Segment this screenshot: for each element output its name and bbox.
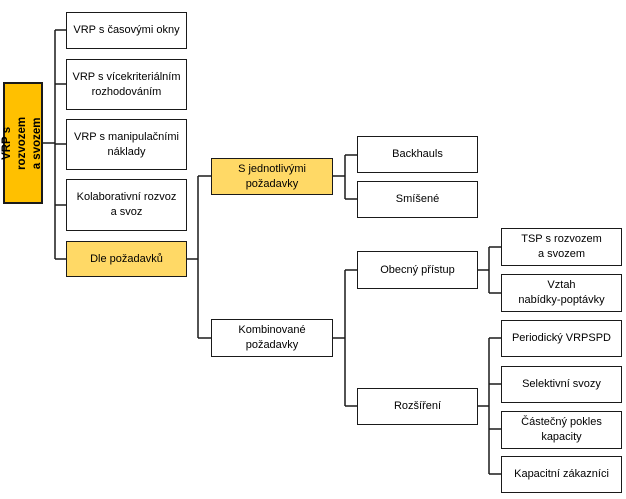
node-periodic-vrpspd: Periodický VRPSPD [501,320,622,357]
node-general-approach: Obecný přístup [357,251,478,289]
node-by-demand: Dle požadavků [66,241,187,277]
node-extensions: Rozšíření [357,388,478,425]
root-node-label: VRP s rozvozem a svozem [1,116,44,170]
node-supply-demand: Vztah nabídky-poptávky [501,274,622,312]
node-backhauls: Backhauls [357,136,478,173]
node-combined-requests: Kombinované požadavky [211,319,333,357]
node-single-requests: S jednotlivými požadavky [211,158,333,195]
node-mixed: Smíšené [357,181,478,218]
node-tsp: TSP s rozvozem a svozem [501,228,622,266]
node-collaborative: Kolaborativní rozvoz a svoz [66,179,187,231]
node-partial-capacity-drop: Částečný pokles kapacity [501,411,622,449]
node-capacity-customers: Kapacitní zákazníci [501,456,622,493]
node-selective-pickups: Selektivní svozy [501,366,622,403]
node-multicriteria: VRP s vícekriteriálním rozhodováním [66,59,187,110]
root-node: VRP s rozvozem a svozem [1,82,44,204]
node-handling-costs: VRP s manipulačními náklady [66,119,187,170]
node-time-windows: VRP s časovými okny [66,12,187,49]
